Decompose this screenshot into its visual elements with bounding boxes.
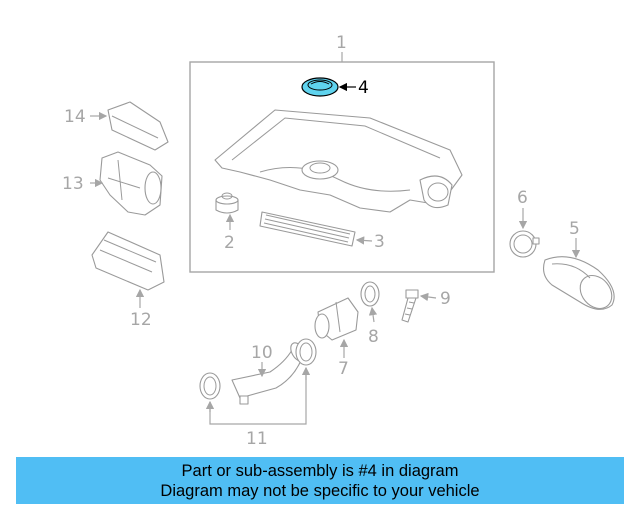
banner-line-2: Diagram may not be specific to your vehi…: [160, 481, 480, 500]
part-5-hose: [543, 256, 615, 310]
callout-10: 10: [251, 343, 273, 363]
part-8-oring: [360, 281, 380, 307]
banner-line-1: Part or sub-assembly is #4 in diagram: [181, 461, 459, 480]
callout-12: 12: [130, 310, 152, 330]
callout-6: 6: [517, 188, 528, 208]
callout-4: 4: [358, 78, 369, 98]
callout-2: 2: [224, 233, 235, 253]
callout-13: 13: [62, 174, 84, 194]
part-9-bolt: [401, 289, 419, 323]
callout-14: 14: [64, 107, 86, 127]
callout-5: 5: [569, 219, 580, 239]
part-7-sensor: [314, 297, 359, 341]
callout-9: 9: [440, 289, 451, 309]
callout-11: 11: [246, 429, 268, 449]
callout-1: 1: [336, 33, 347, 53]
parts-diagram: 1 4 2 3 14 13: [62, 33, 615, 449]
part-13-airbox: [99, 151, 163, 216]
part-2-grommet: [215, 192, 239, 214]
engine-cover: [214, 109, 463, 213]
part-14-cover: [107, 101, 169, 151]
part-3-filter: [259, 211, 356, 247]
info-banner: Part or sub-assembly is #4 in diagram Di…: [16, 457, 624, 504]
callout-8: 8: [368, 327, 379, 347]
part-11-clamp-left: [199, 372, 221, 400]
part-12-duct: [91, 231, 165, 291]
part-6-clamp: [509, 230, 540, 258]
callout-3: 3: [374, 232, 385, 252]
part-4-cap[interactable]: [301, 77, 339, 97]
part-11-clamp-right: [295, 338, 317, 366]
callout-7: 7: [338, 359, 349, 379]
